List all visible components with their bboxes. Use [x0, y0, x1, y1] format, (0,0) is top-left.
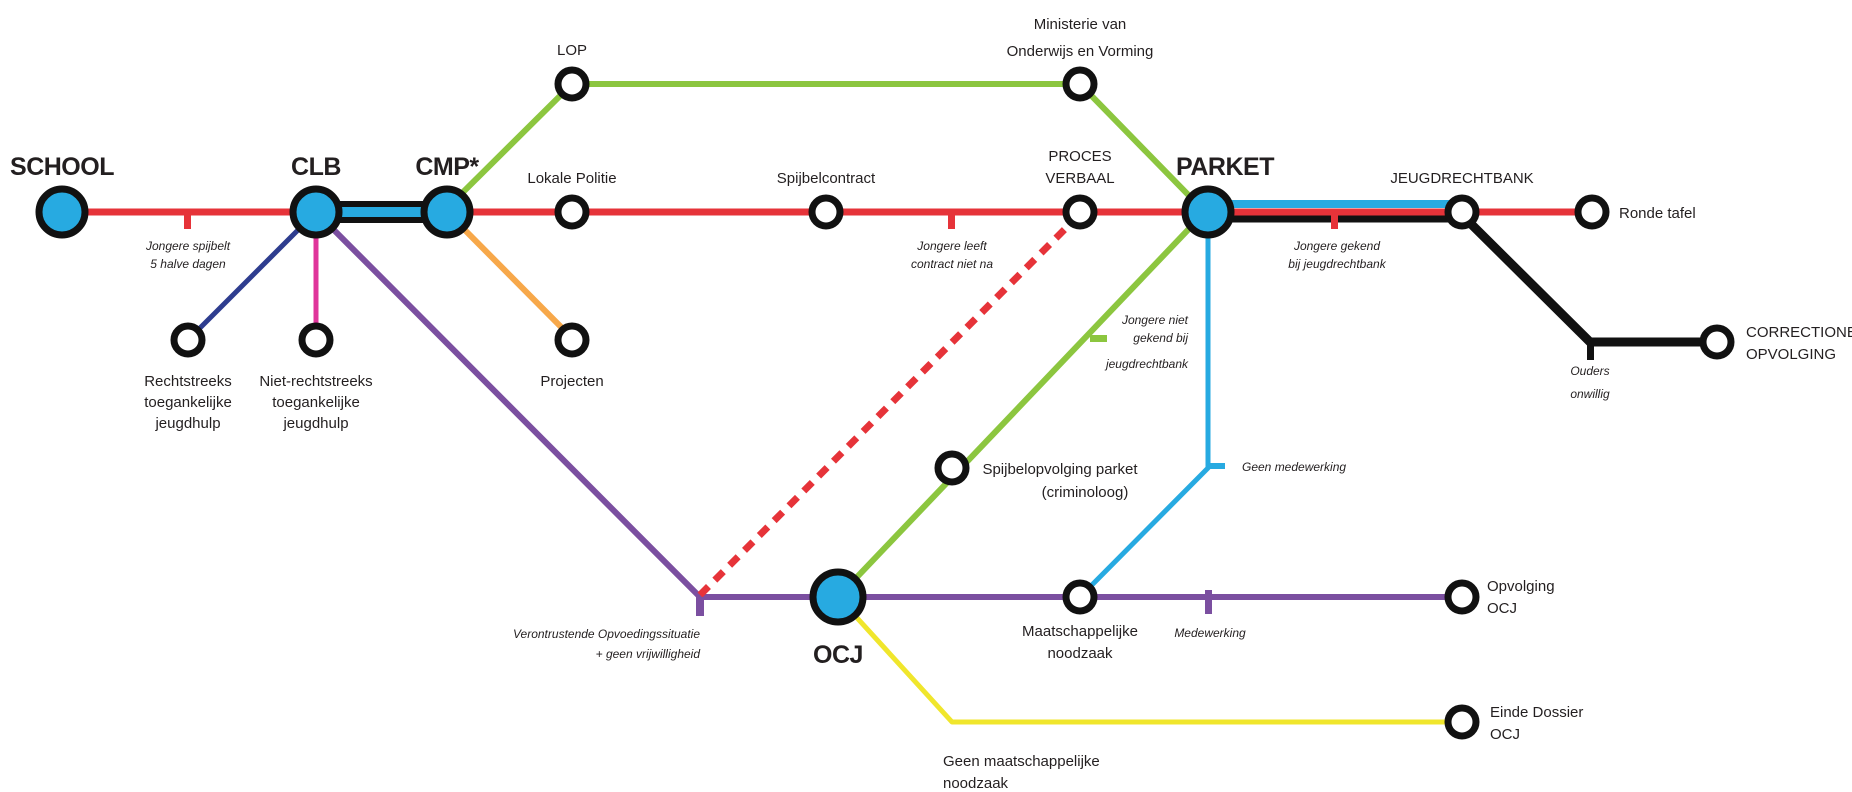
- tick-medewerking: [1205, 590, 1212, 614]
- label-projecten: Projecten: [540, 373, 603, 390]
- label-einde-2: OCJ: [1490, 726, 1520, 743]
- station-spijbelcontract[interactable]: [808, 194, 844, 230]
- note-ouders-1: Ouders: [1570, 364, 1609, 378]
- label-jeugdrechtbank: JEUGDRECHTBANK: [1390, 170, 1533, 187]
- label-school: SCHOOL: [10, 153, 114, 181]
- hub-ocj[interactable]: [809, 568, 867, 626]
- tick-spijbelt: [184, 212, 191, 229]
- label-lokale-politie: Lokale Politie: [527, 170, 616, 187]
- label-clb: CLB: [291, 153, 341, 181]
- label-ocj: OCJ: [813, 641, 863, 669]
- label-ronde-tafel: Ronde tafel: [1619, 205, 1696, 222]
- station-niet-rechtstreeks[interactable]: [298, 322, 334, 358]
- tick-niet-gekend: [1090, 335, 1107, 342]
- station-jeugdrechtbank[interactable]: [1444, 194, 1480, 230]
- label-ministerie-2: Onderwijs en Vorming: [1007, 43, 1154, 60]
- label-geen-maat-2: noodzaak: [943, 775, 1009, 792]
- tick-ouders: [1587, 342, 1594, 360]
- label-opvolging-2: OCJ: [1487, 600, 1517, 617]
- hub-clb[interactable]: [289, 185, 343, 239]
- note-verontrustende-1: Verontrustende Opvoedingssituatie: [513, 627, 700, 641]
- note-geen-medewerking: Geen medewerking: [1242, 460, 1346, 474]
- line-blue-parket-maatschappelijke: [1078, 212, 1211, 599]
- station-einde-dossier[interactable]: [1444, 704, 1480, 740]
- station-lokale-politie[interactable]: [554, 194, 590, 230]
- station-maatschappelijke[interactable]: [1062, 579, 1098, 615]
- station-ministerie[interactable]: [1062, 66, 1098, 102]
- label-correctionele-1: CORRECTIONELE: [1746, 324, 1852, 341]
- label-rechtstreeks-2: toegankelijke: [144, 394, 232, 411]
- station-correctionele[interactable]: [1699, 324, 1735, 360]
- label-proces-2: VERBAAL: [1045, 170, 1114, 187]
- label-lop: LOP: [557, 42, 587, 59]
- note-leeft-2: contract niet na: [911, 257, 993, 271]
- hub-cmp[interactable]: [420, 185, 474, 239]
- tick-leeft-contract: [948, 212, 955, 229]
- label-geen-maat-1: Geen maatschappelijke: [943, 753, 1100, 770]
- label-parket: PARKET: [1176, 153, 1274, 181]
- note-verontrustende-2: + geen vrijwilligheid: [596, 647, 701, 661]
- label-niet-2: toegankelijke: [272, 394, 360, 411]
- note-spijbelt-1: Jongere spijbelt: [145, 239, 231, 253]
- hub-school[interactable]: [35, 185, 89, 239]
- label-rechtstreeks-3: jeugdhulp: [154, 415, 220, 432]
- note-niet-gekend-1: Jongere niet: [1121, 313, 1189, 327]
- label-maatschappelijke-1: Maatschappelijke: [1022, 623, 1138, 640]
- station-rechtstreeks[interactable]: [170, 322, 206, 358]
- line-green-lop-ministerie: [440, 81, 1208, 215]
- tick-geen-medewerking: [1208, 463, 1225, 469]
- label-cmp: CMP*: [415, 153, 479, 181]
- line-yellow-einde-dossier: [836, 595, 1462, 725]
- note-gekend-2: bij jeugdrechtbank: [1288, 257, 1386, 271]
- label-niet-1: Niet-rechtstreeks: [259, 373, 372, 390]
- line-red-dashed-proces-verbaal: [697, 211, 1083, 598]
- note-leeft-1: Jongere leeft: [916, 239, 987, 253]
- line-orange-projecten: [444, 209, 575, 341]
- label-spijbelopvolging-2: (criminoloog): [1042, 484, 1129, 501]
- label-spijbelcontract: Spijbelcontract: [777, 170, 876, 187]
- station-proces-verbaal[interactable]: [1062, 194, 1098, 230]
- station-lop[interactable]: [554, 66, 590, 102]
- note-medewerking: Medewerking: [1174, 626, 1246, 640]
- note-gekend-1: Jongere gekend: [1293, 239, 1380, 253]
- label-spijbelopvolging-1: Spijbelopvolging parket: [982, 461, 1138, 478]
- note-niet-gekend-2: gekend bij: [1133, 331, 1188, 345]
- line-black-correctionele: [1456, 209, 1710, 347]
- label-ministerie-1: Ministerie van: [1034, 16, 1127, 33]
- note-spijbelt-2: 5 halve dagen: [150, 257, 226, 271]
- station-opvolging-ocj[interactable]: [1444, 579, 1480, 615]
- label-opvolging-1: Opvolging: [1487, 578, 1555, 595]
- tick-verontrustende: [696, 597, 704, 616]
- station-projecten[interactable]: [554, 322, 590, 358]
- line-navy-rechtstreeks: [186, 210, 318, 342]
- label-niet-3: jeugdhulp: [282, 415, 348, 432]
- note-ouders-2: onwillig: [1570, 387, 1610, 401]
- station-spijbelopvolging[interactable]: [934, 450, 970, 486]
- station-ronde-tafel[interactable]: [1574, 194, 1610, 230]
- note-niet-gekend-3: jeugdrechtbank: [1104, 357, 1189, 371]
- label-einde-1: Einde Dossier: [1490, 704, 1583, 721]
- line-green-parket-ocj: [835, 209, 1208, 600]
- hub-parket[interactable]: [1181, 185, 1235, 239]
- tick-gekend: [1331, 212, 1338, 229]
- label-correctionele-2: OPVOLGING: [1746, 346, 1836, 363]
- label-proces-1: PROCES: [1048, 148, 1111, 165]
- label-maatschappelijke-2: noodzaak: [1047, 645, 1113, 662]
- label-rechtstreeks-1: Rechtstreeks: [144, 373, 232, 390]
